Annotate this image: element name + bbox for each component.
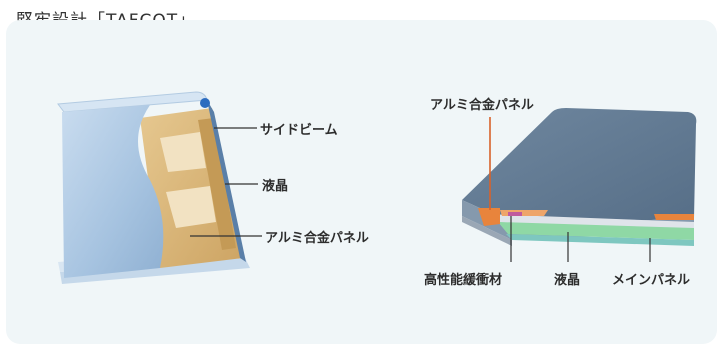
laptop-lid-front: [62, 105, 164, 278]
label-main-panel: メインパネル: [612, 273, 691, 288]
side-beam: [200, 98, 246, 262]
label-aluminum-right: アルミ合金パネル: [430, 98, 534, 113]
gold-frame: [140, 108, 243, 268]
label-aluminum-left: アルミ合金パネル: [265, 231, 369, 246]
tablet-cross-section: [462, 108, 697, 246]
label-shock-absorber: 高性能緩衝材: [424, 273, 503, 288]
label-side-beam: サイドビーム: [260, 123, 338, 138]
label-lcd-right: 液晶: [554, 273, 581, 288]
label-lcd-left: 液晶: [262, 179, 289, 194]
